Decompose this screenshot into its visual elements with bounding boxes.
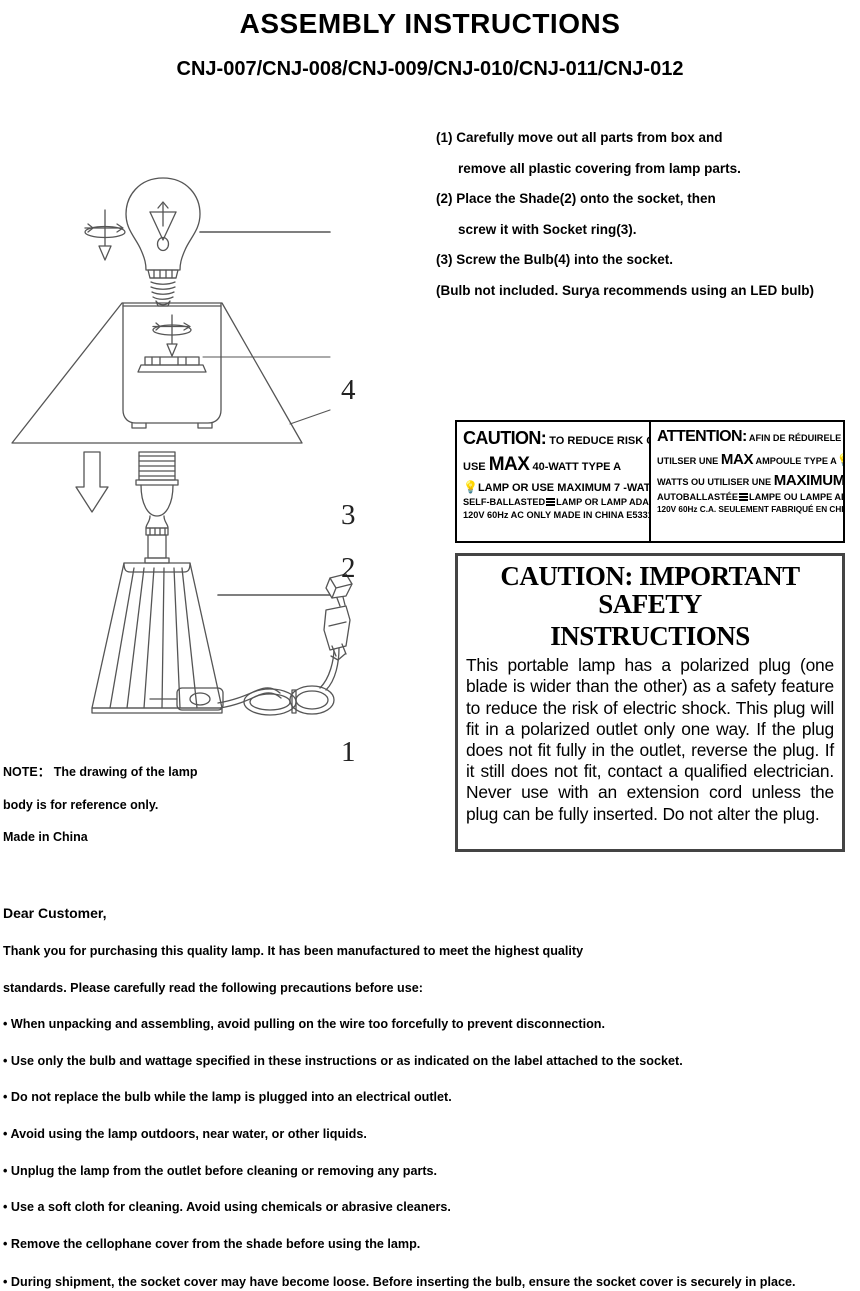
caution-maximum-fr: MAXIMUM bbox=[773, 472, 843, 490]
precaution-bullet: • Avoid using the lamp outdoors, near wa… bbox=[3, 1126, 367, 1141]
letter-greeting: Dear Customer, bbox=[3, 905, 107, 921]
customer-letter: Dear Customer, Thank you for purchasing … bbox=[3, 906, 855, 1291]
ballast-glyph-en bbox=[546, 498, 556, 507]
precaution-bullet: • When unpacking and assembling, avoid p… bbox=[3, 1017, 605, 1032]
caution-line4a-en: SELF-BALLASTED bbox=[463, 497, 546, 508]
caution-wattage-label: CAUTION: TO REDUCE RISK OF FIRE, USE MAX… bbox=[455, 420, 845, 543]
precaution-bullet: • Remove the cellophane cover from the s… bbox=[3, 1236, 421, 1251]
caution-use-en: USE bbox=[463, 460, 486, 473]
power-cord-icon bbox=[149, 573, 353, 716]
caution-code-en: E533168 bbox=[626, 510, 649, 521]
lamp-base-icon bbox=[91, 451, 223, 714]
step-3: (3) Screw the Bulb(4) into the socket. bbox=[436, 252, 674, 267]
precaution-bullet: • Do not replace the bulb while the lamp… bbox=[3, 1090, 452, 1105]
instruction-sheet: ASSEMBLY INSTRUCTIONS CNJ-007/CNJ-008/CN… bbox=[0, 8, 856, 1289]
made-in-china: Made in China bbox=[3, 830, 88, 844]
callout-4: 4 bbox=[341, 374, 356, 406]
caution-voltage-en: 120V 60Hz AC ONLY MADE IN CHINA bbox=[463, 510, 624, 521]
note-line-2: body is for reference only. bbox=[3, 797, 159, 812]
caution-line4b-en: LAMP OR LAMP ADAPTER. bbox=[556, 497, 649, 508]
lamp-shade-icon bbox=[11, 302, 303, 444]
step-2: (2) Place the Shade(2) onto the socket, … bbox=[436, 191, 716, 206]
important-safety-instructions-box: CAUTION: IMPORTANT SAFETY INSTRUCTIONS T… bbox=[455, 553, 845, 852]
caution-max-en: MAX bbox=[488, 453, 530, 475]
caution-line3a-fr: WATTS OU UTILISER UNE bbox=[657, 477, 772, 488]
bulb-note: (Bulb not included. Surya recommends usi… bbox=[436, 282, 815, 298]
precaution-bullet: • Use only the bulb and wattage specifie… bbox=[3, 1053, 683, 1068]
callout-3: 3 bbox=[341, 499, 356, 531]
caution-heading-fr: ATTENTION: bbox=[657, 428, 747, 445]
note-line-1: NOTE： The drawing of the lamp bbox=[3, 765, 198, 779]
socket-ring-icon bbox=[122, 302, 222, 429]
precaution-bullet: • Use a soft cloth for cleaning. Avoid u… bbox=[3, 1200, 451, 1215]
lamp-assembly-diagram: 4 3 2 1 bbox=[0, 160, 420, 767]
rotate-down-arrow-icon bbox=[84, 209, 126, 261]
callout-1: 1 bbox=[341, 736, 356, 768]
step-2-cont: screw it with Socket ring(3). bbox=[458, 221, 637, 237]
caution-use-fr: UTILSER UNE bbox=[657, 455, 719, 466]
safety-heading-line-2: INSTRUCTIONS bbox=[550, 620, 750, 651]
letter-intro-line-2: standards. Please carefully read the fol… bbox=[3, 980, 423, 995]
model-numbers: CNJ-007/CNJ-008/CNJ-009/CNJ-010/CNJ-011/… bbox=[176, 58, 684, 80]
cord-coil-icon bbox=[243, 685, 335, 716]
inline-switch-icon bbox=[176, 687, 224, 711]
step-1-cont: remove all plastic covering from lamp pa… bbox=[458, 160, 741, 176]
bulb-glyph-en: 💡 bbox=[463, 479, 478, 494]
caution-label-english: CAUTION: TO REDUCE RISK OF FIRE, USE MAX… bbox=[457, 422, 651, 541]
power-plug-icon bbox=[323, 573, 353, 661]
caution-line4b-fr: LAMPE OU LAMPE ADAPTATEUR. bbox=[749, 492, 843, 503]
caution-heading-en: CAUTION: bbox=[463, 428, 547, 448]
caution-watt-en: 40-WATT TYPE A bbox=[532, 460, 622, 473]
caution-voltage-fr: 120V 60Hz C.A. SEULEMENT FABRIQUÉ EN CHI… bbox=[657, 505, 843, 515]
precaution-bullet: • Unplug the lamp from the outlet before… bbox=[3, 1163, 438, 1178]
step-1: (1) Carefully move out all parts from bo… bbox=[436, 130, 723, 145]
caution-line1-en: TO REDUCE RISK OF FIRE, bbox=[549, 435, 649, 447]
page-title: ASSEMBLY INSTRUCTIONS bbox=[239, 8, 621, 39]
caution-line3-en: LAMP OR USE MAXIMUM 7 -WATT bbox=[477, 481, 651, 494]
safety-heading-line-1: CAUTION: IMPORTANT SAFETY bbox=[500, 561, 800, 620]
caution-line4a-fr: AUTOBALLASTÉE bbox=[657, 492, 738, 503]
letter-intro-line-1: Thank you for purchasing this quality la… bbox=[3, 944, 584, 958]
reference-note: NOTE： The drawing of the lamp body is fo… bbox=[3, 766, 333, 844]
precaution-bullet: • During shipment, the socket cover may … bbox=[3, 1275, 796, 1290]
caution-line1-fr: AFIN DE RÉDUIRELE RISQUE D'INCENDE, bbox=[748, 433, 843, 443]
callout-2: 2 bbox=[341, 552, 356, 584]
bulb-glyph-fr: 💡 bbox=[837, 453, 843, 467]
bulb-icon bbox=[125, 177, 201, 307]
ballast-glyph-fr bbox=[739, 493, 748, 502]
assembly-steps: (1) Carefully move out all parts from bo… bbox=[436, 131, 856, 297]
caution-max-fr: MAX bbox=[720, 450, 754, 468]
safety-body-text: This portable lamp has a polarized plug … bbox=[466, 655, 834, 824]
down-arrow-icon bbox=[75, 451, 109, 513]
caution-type-fr: AMPOULE TYPE A bbox=[755, 455, 837, 466]
caution-label-french: ATTENTION: AFIN DE RÉDUIRELE RISQUE D'IN… bbox=[651, 422, 843, 541]
